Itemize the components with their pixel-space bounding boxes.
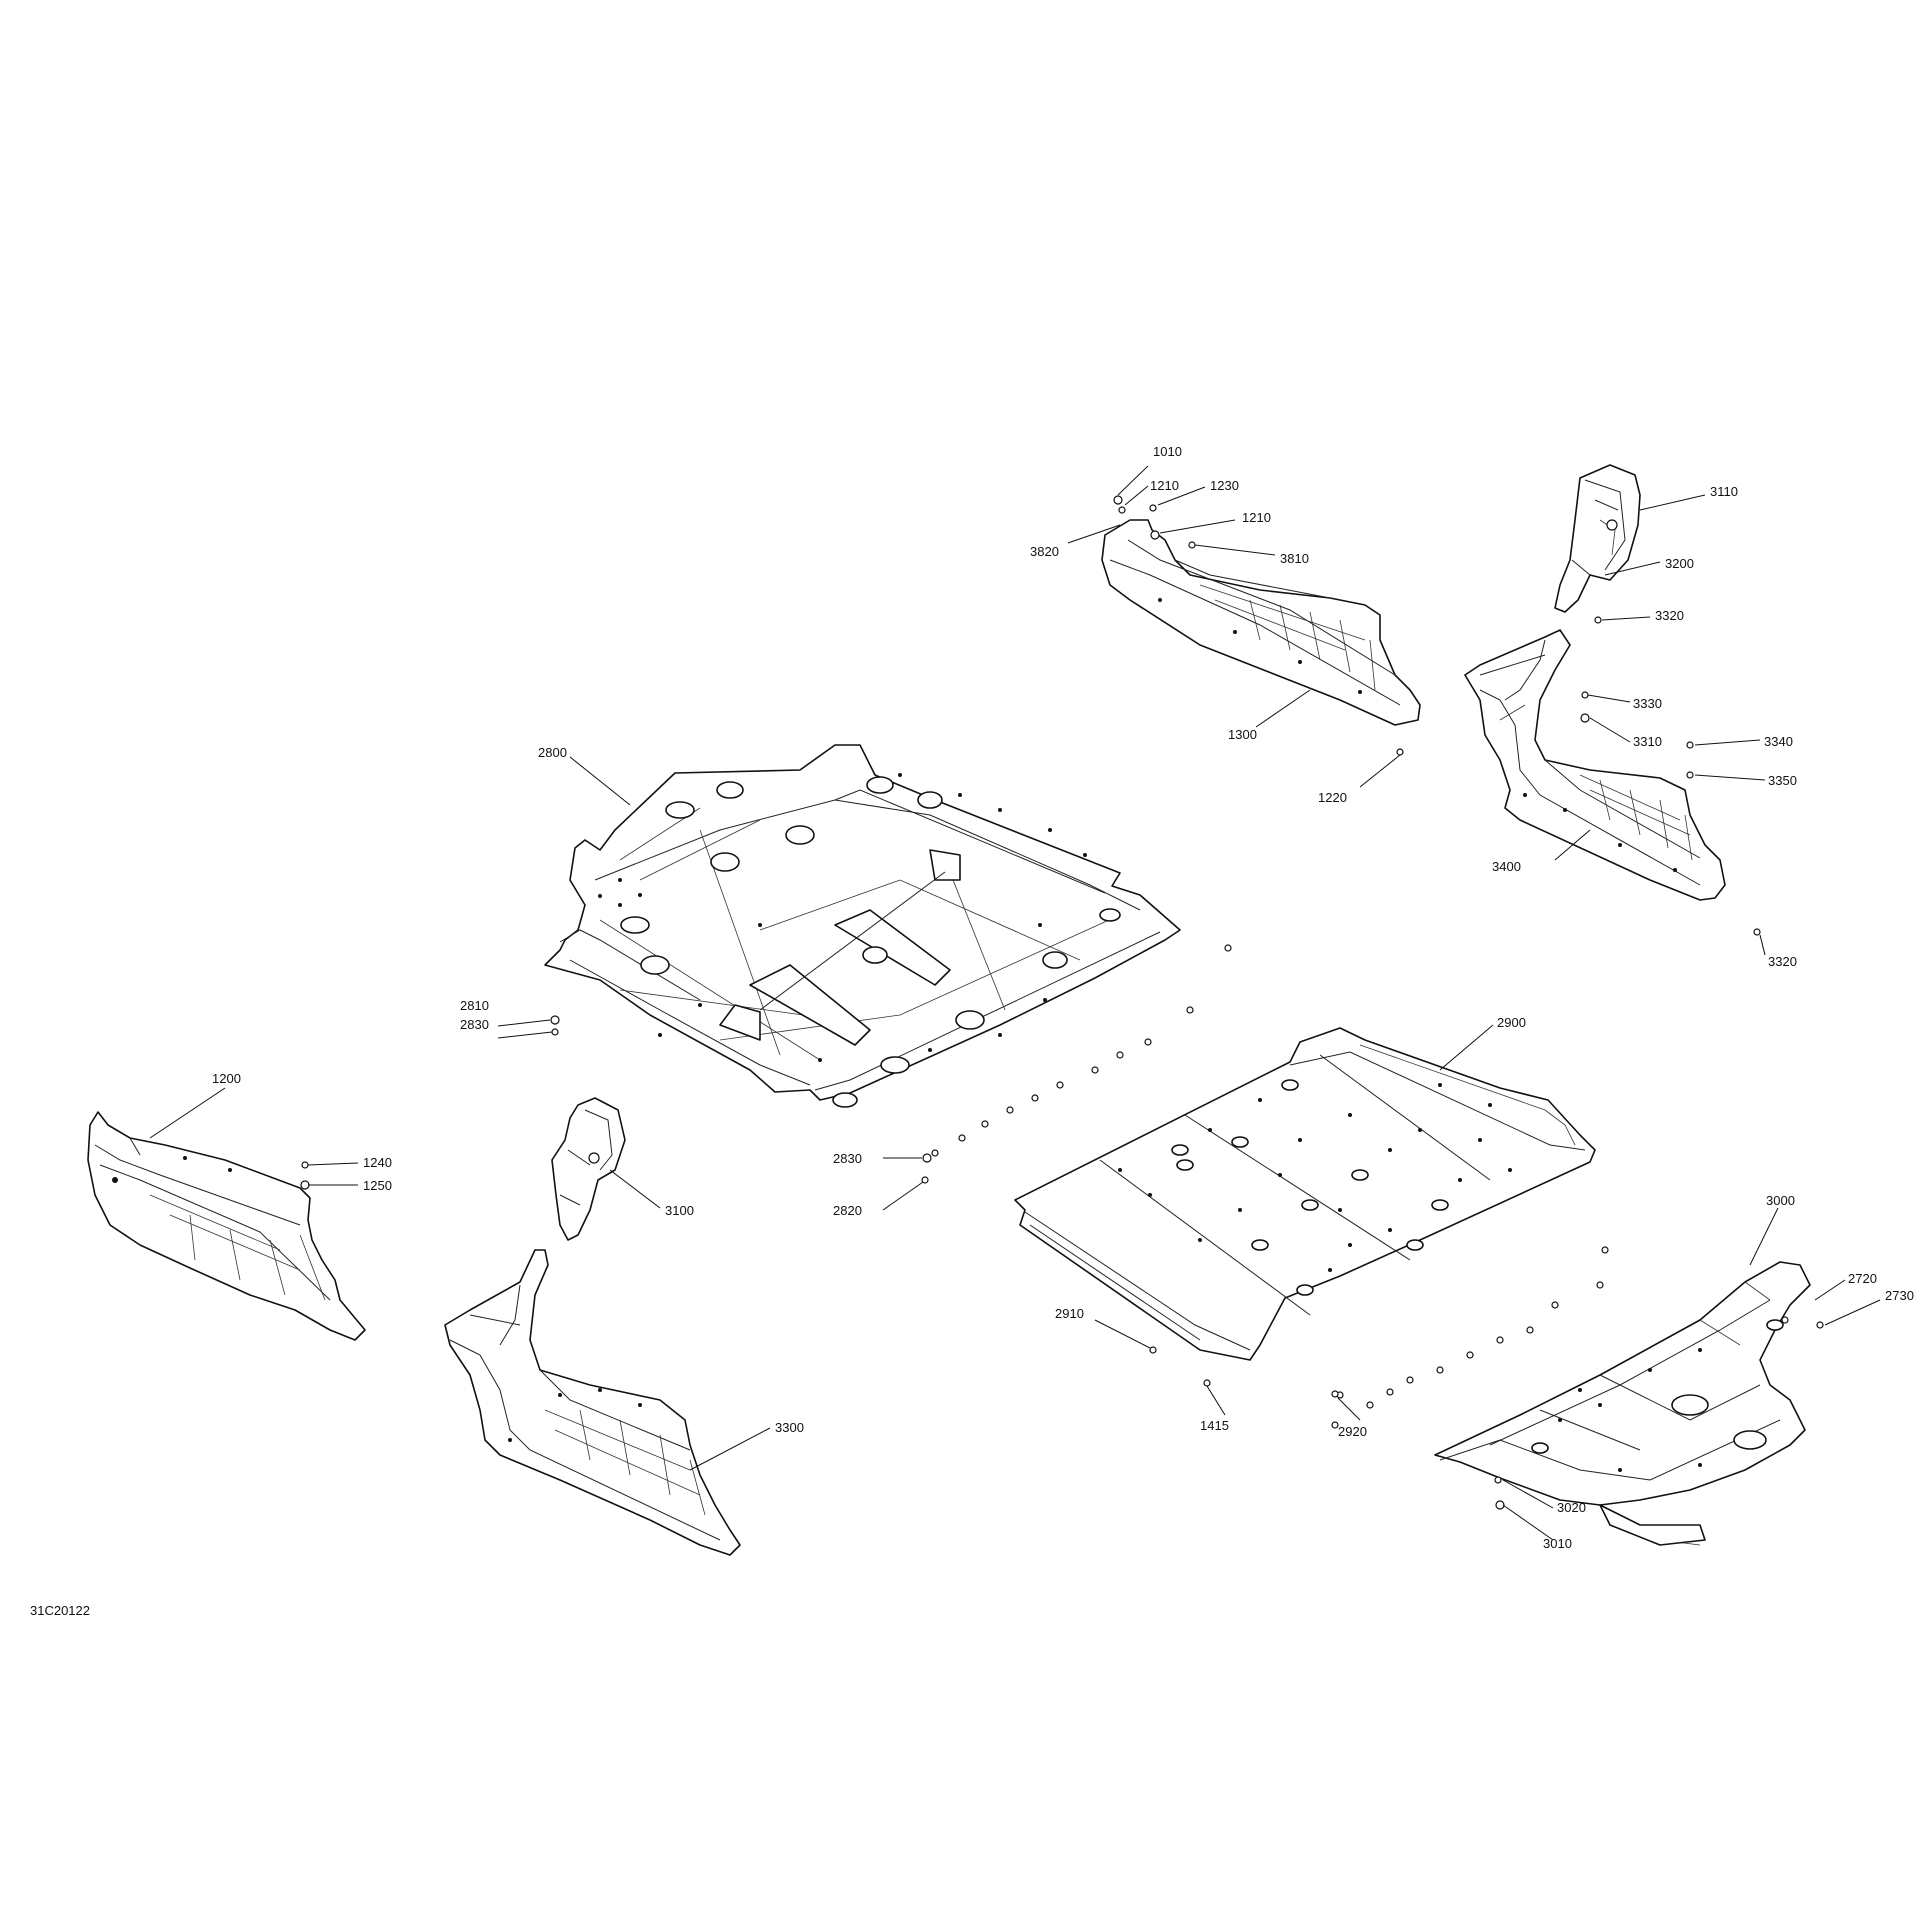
- callout-3110[interactable]: 3110: [1710, 484, 1738, 499]
- callout-1200[interactable]: 1200: [212, 1071, 241, 1086]
- callout-1010[interactable]: 1010: [1153, 444, 1182, 459]
- callout-3020[interactable]: 3020: [1557, 1500, 1586, 1515]
- callout-3400[interactable]: 3400: [1492, 859, 1521, 874]
- callout-2800[interactable]: 2800: [538, 745, 567, 760]
- part-1200-rocker-panel[interactable]: [87, 1111, 366, 1341]
- part-2900-center-floor-panel[interactable]: [1014, 1027, 1596, 1361]
- callout-1210[interactable]: 1210: [1150, 478, 1179, 493]
- callout-labels: 1010 1210 1230 1210 3820 3810 1300 1220 …: [212, 444, 1914, 1551]
- figure-code: 31C20122: [30, 1603, 90, 1618]
- loose-fasteners: [300, 495, 1824, 1510]
- callout-1230[interactable]: 1230: [1210, 478, 1239, 493]
- callout-1240[interactable]: 1240: [363, 1155, 392, 1170]
- callout-3010[interactable]: 3010: [1543, 1536, 1572, 1551]
- callout-3200[interactable]: 3200: [1665, 556, 1694, 571]
- callout-1415[interactable]: 1415: [1200, 1418, 1229, 1433]
- callout-2810[interactable]: 2810: [460, 998, 489, 1013]
- part-3300-rocker-panel[interactable]: [444, 1249, 741, 1556]
- callout-3310[interactable]: 3310: [1633, 734, 1662, 749]
- callout-2830[interactable]: 2830: [833, 1151, 862, 1166]
- callout-2720[interactable]: 2720: [1848, 1271, 1877, 1286]
- callout-3820[interactable]: 3820: [1030, 544, 1059, 559]
- callout-2900[interactable]: 2900: [1497, 1015, 1526, 1030]
- part-3200-upper-bracket[interactable]: [1554, 464, 1641, 613]
- callout-1210[interactable]: 1210: [1242, 510, 1271, 525]
- callout-3320[interactable]: 3320: [1655, 608, 1684, 623]
- callout-3340[interactable]: 3340: [1764, 734, 1793, 749]
- callout-2730[interactable]: 2730: [1885, 1288, 1914, 1303]
- callout-2830[interactable]: 2830: [460, 1017, 489, 1032]
- callout-2820[interactable]: 2820: [833, 1203, 862, 1218]
- callout-1300[interactable]: 1300: [1228, 727, 1257, 742]
- part-3100-bracket[interactable]: [551, 1097, 626, 1241]
- callout-2910[interactable]: 2910: [1055, 1306, 1084, 1321]
- callout-3100[interactable]: 3100: [665, 1203, 694, 1218]
- callout-1250[interactable]: 1250: [363, 1178, 392, 1193]
- callout-3810[interactable]: 3810: [1280, 551, 1309, 566]
- part-2800-front-skid-plate[interactable]: [544, 744, 1181, 1108]
- callout-2920[interactable]: 2920: [1338, 1424, 1367, 1439]
- leader-lines: [149, 465, 1881, 1541]
- callout-1220[interactable]: 1220: [1318, 790, 1347, 805]
- part-3400-rocker-panel[interactable]: [1464, 629, 1726, 901]
- part-3000-rear-skid-plate[interactable]: [1434, 1261, 1811, 1546]
- callout-3300[interactable]: 3300: [775, 1420, 804, 1435]
- callout-3320[interactable]: 3320: [1768, 954, 1797, 969]
- part-1300-side-panel[interactable]: [1101, 519, 1421, 726]
- callout-3330[interactable]: 3330: [1633, 696, 1662, 711]
- callout-3350[interactable]: 3350: [1768, 773, 1797, 788]
- callout-3000[interactable]: 3000: [1766, 1193, 1795, 1208]
